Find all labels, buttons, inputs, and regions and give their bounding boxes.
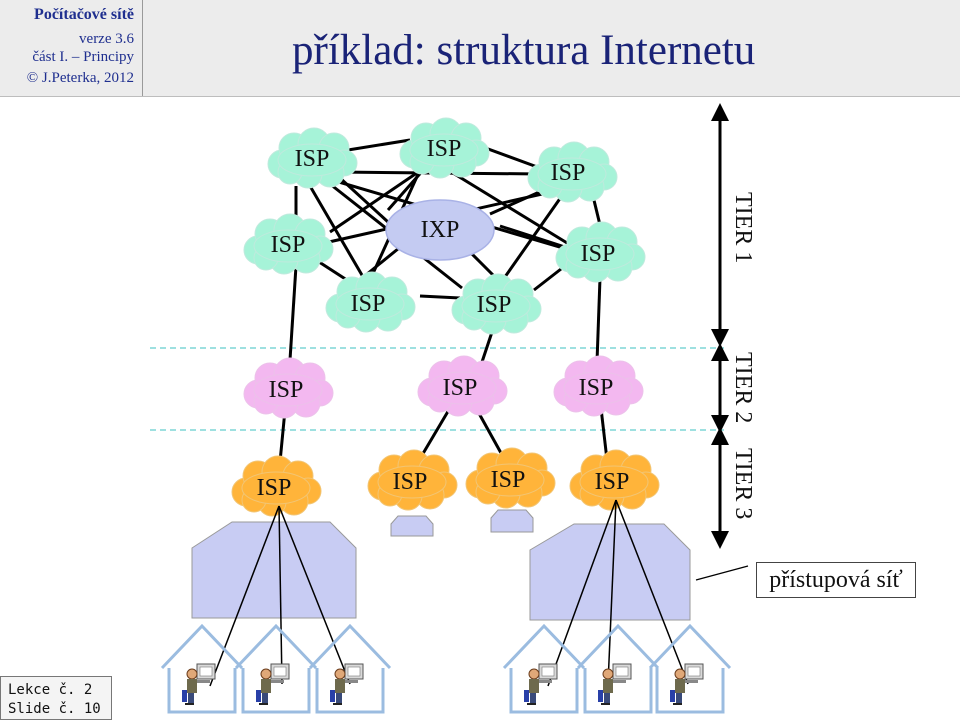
ixp-node (385, 199, 495, 261)
isp-label-t3-c: ISP (491, 467, 526, 493)
isp-label-t2-b: ISP (443, 375, 478, 401)
home-1 (160, 624, 244, 714)
slide-header: Počítačové sítě verze 3.6 část I. – Prin… (0, 0, 960, 97)
course-info: Počítačové sítě verze 3.6 část I. – Prin… (0, 0, 143, 96)
course-part: část I. – Principy (32, 49, 134, 65)
small-access-network-a (390, 515, 434, 537)
access-network-left (191, 521, 357, 619)
lesson-number: Lekce č. 2 (8, 682, 93, 698)
isp-label-t1-g: ISP (477, 292, 512, 318)
home-users (160, 624, 732, 714)
isp-label-t1-b: ISP (427, 136, 462, 162)
course-name: Počítačové sítě (34, 6, 134, 23)
isp-label-t1-f: ISP (351, 291, 386, 317)
course-author: © J.Peterka, 2012 (26, 70, 134, 86)
home-3 (308, 624, 392, 714)
isp-label-t3-b: ISP (393, 469, 428, 495)
course-version: verze 3.6 (79, 31, 134, 47)
home-6 (648, 624, 732, 714)
tier3-label: TIER 3 (730, 448, 756, 519)
isp-label-t1-c: ISP (551, 160, 586, 186)
slide-footer: Lekce č. 2 Slide č. 10 (0, 676, 112, 720)
isp-label-t1-e: ISP (581, 241, 616, 267)
tier1-label: TIER 1 (730, 192, 756, 263)
home-links (209, 499, 689, 687)
isp-label-t3-a: ISP (257, 475, 292, 501)
isp-label-t2-a: ISP (269, 377, 304, 403)
ixp-label: IXP (421, 217, 460, 243)
slide-title: příklad: struktura Internetu (292, 27, 756, 74)
small-access-network-b (490, 509, 534, 533)
home-2 (234, 624, 318, 714)
tier2-label: TIER 2 (730, 352, 756, 423)
slide-number: Slide č. 10 (8, 701, 101, 717)
isp-label-t2-c: ISP (579, 375, 614, 401)
isp-label-t1-d: ISP (271, 232, 306, 258)
access-network-right (529, 523, 691, 621)
isp-label-t3-d: ISP (595, 469, 630, 495)
isp-label-t1-a: ISP (295, 146, 330, 172)
home-5 (576, 624, 660, 714)
access-network-pointer (695, 565, 749, 581)
home-4 (502, 624, 586, 714)
access-network-label: přístupová síť (756, 562, 916, 598)
